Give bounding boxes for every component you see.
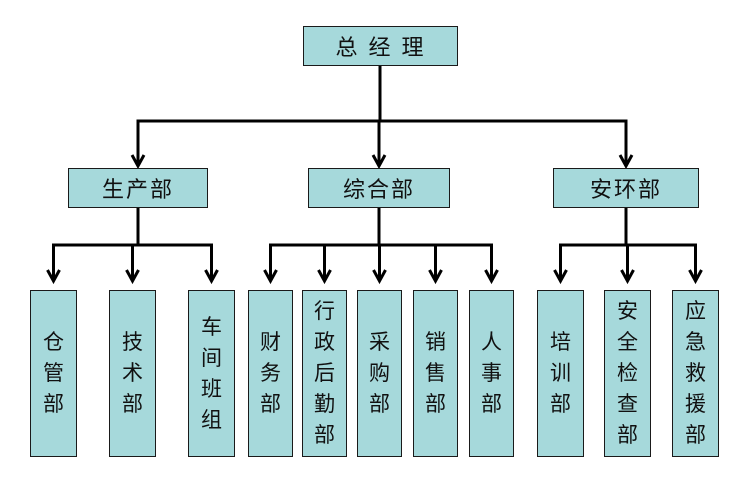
arrowhead xyxy=(125,269,140,285)
leaf-node-label: 行政后勤部 xyxy=(314,299,335,447)
root-node-label: 总 经 理 xyxy=(335,36,426,61)
leaf-node: 培训部 xyxy=(537,290,584,457)
arrowhead xyxy=(428,269,443,285)
dept-node-label: 生产部 xyxy=(101,178,174,203)
leaf-node: 安全检查部 xyxy=(604,290,651,457)
leaf-node-label: 培训部 xyxy=(550,330,571,416)
dept-node-label: 安环部 xyxy=(589,178,662,203)
arrowhead xyxy=(371,154,387,170)
leaf-node: 应急救援部 xyxy=(672,290,719,457)
arrowhead xyxy=(620,269,635,285)
leaf-node: 技术部 xyxy=(109,290,156,457)
arrowhead xyxy=(130,154,146,170)
leaf-node-label: 应急救援部 xyxy=(685,299,706,447)
arrowhead xyxy=(263,269,278,285)
leaf-node: 车间班组 xyxy=(188,290,235,457)
leaf-node: 人事部 xyxy=(469,290,514,457)
dept-node-safety-environment: 安环部 xyxy=(553,168,699,208)
leaf-node: 仓管部 xyxy=(30,290,77,457)
leaf-node-label: 采购部 xyxy=(369,330,390,416)
leaf-node: 采购部 xyxy=(357,290,402,457)
leaf-node-label: 安全检查部 xyxy=(617,299,638,447)
arrowhead xyxy=(484,269,499,285)
leaf-node-label: 仓管部 xyxy=(43,330,64,416)
dept-node-label: 综合部 xyxy=(342,178,415,203)
leaf-node-label: 销售部 xyxy=(425,330,446,416)
arrowhead xyxy=(46,269,61,285)
leaf-node-label: 车间班组 xyxy=(201,314,222,432)
leaf-node-label: 技术部 xyxy=(122,330,143,416)
leaf-node: 销售部 xyxy=(413,290,458,457)
leaf-node: 财务部 xyxy=(248,290,293,457)
arrowhead xyxy=(688,269,703,285)
dept-node-general-affairs: 综合部 xyxy=(308,168,450,208)
root-node-general-manager: 总 经 理 xyxy=(303,26,458,66)
arrowhead xyxy=(372,269,387,285)
arrowhead xyxy=(204,269,219,285)
arrowhead xyxy=(618,154,634,170)
leaf-node-label: 人事部 xyxy=(481,330,502,416)
dept-node-production: 生产部 xyxy=(68,168,208,208)
leaf-node: 行政后勤部 xyxy=(302,290,347,457)
arrowhead xyxy=(317,269,332,285)
leaf-node-label: 财务部 xyxy=(260,330,281,416)
arrowhead xyxy=(553,269,568,285)
